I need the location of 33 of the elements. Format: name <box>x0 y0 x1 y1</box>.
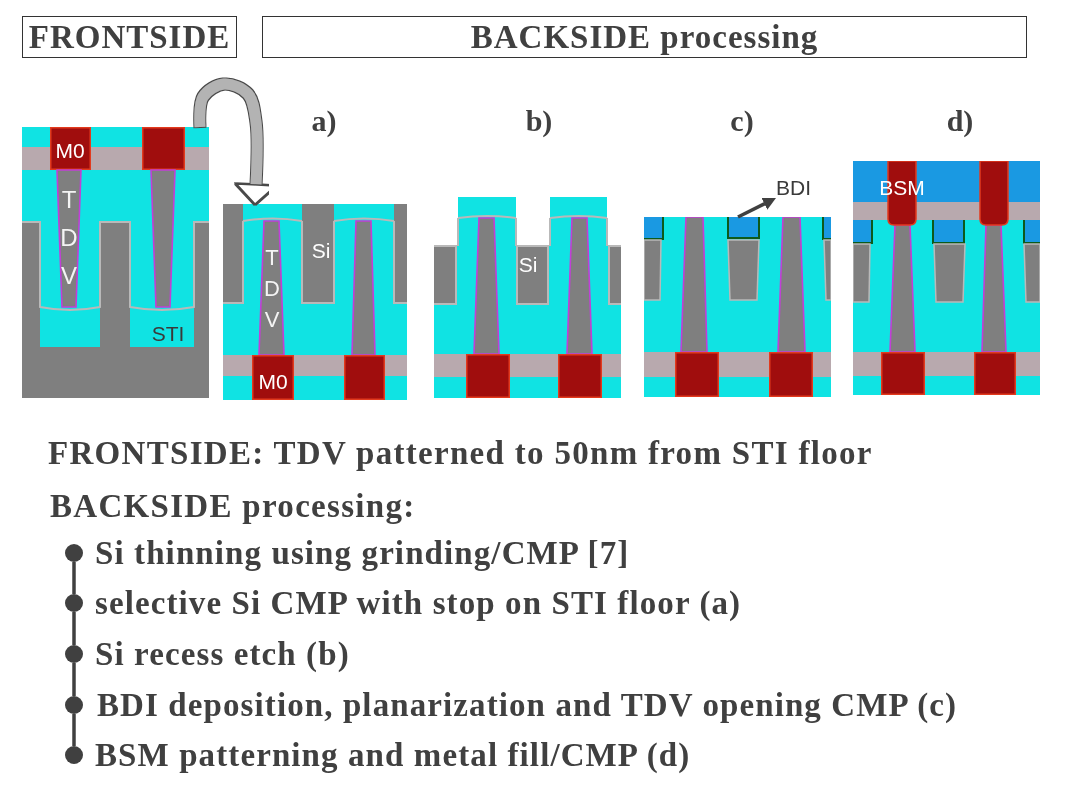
layer-label: Si <box>311 239 331 261</box>
step-text: selective Si CMP with stop on STI floor (a) <box>95 584 742 622</box>
step-text: BDI deposition, planarization and TDV opening CMP (c) <box>97 686 958 724</box>
step-text: BSM patterning and metal fill/CMP (d) <box>95 736 691 774</box>
timeline-line <box>72 714 76 746</box>
timeline-line <box>72 663 76 696</box>
timeline-dot-icon <box>65 594 83 612</box>
leader-arrow <box>737 198 776 219</box>
panel-label: b) <box>525 103 553 137</box>
step-text: Si thinning using grinding/CMP [7] <box>95 534 630 572</box>
panel-label: a) <box>311 103 337 137</box>
layer-label: T D V <box>263 244 281 334</box>
timeline-dot-icon <box>65 645 83 663</box>
timeline-dot-icon <box>65 544 83 562</box>
layer-label: Si <box>518 253 538 275</box>
panel-label: c) <box>730 103 754 137</box>
layer-label: M0 <box>55 139 85 161</box>
layer-label: BDI <box>776 177 811 198</box>
header-title: BACKSIDE processing <box>470 18 819 56</box>
timeline-dot-icon <box>65 746 83 764</box>
step-text: Si recess etch (b) <box>95 635 350 673</box>
list-heading: BACKSIDE processing: <box>50 487 416 525</box>
dielectric-region <box>727 217 760 239</box>
header-title: FRONTSIDE <box>28 18 231 56</box>
timeline-dot-icon <box>65 696 83 714</box>
panel-label: d) <box>946 103 974 137</box>
timeline-line <box>72 612 76 645</box>
layer-label: M0 <box>258 370 288 392</box>
timeline-line <box>72 562 76 594</box>
layer-label: STI <box>151 322 185 344</box>
summary-text: FRONTSIDE: TDV patterned to 50nm from STI floor <box>48 434 873 472</box>
layer-label: T D V <box>59 185 79 291</box>
section-header <box>262 16 1027 58</box>
